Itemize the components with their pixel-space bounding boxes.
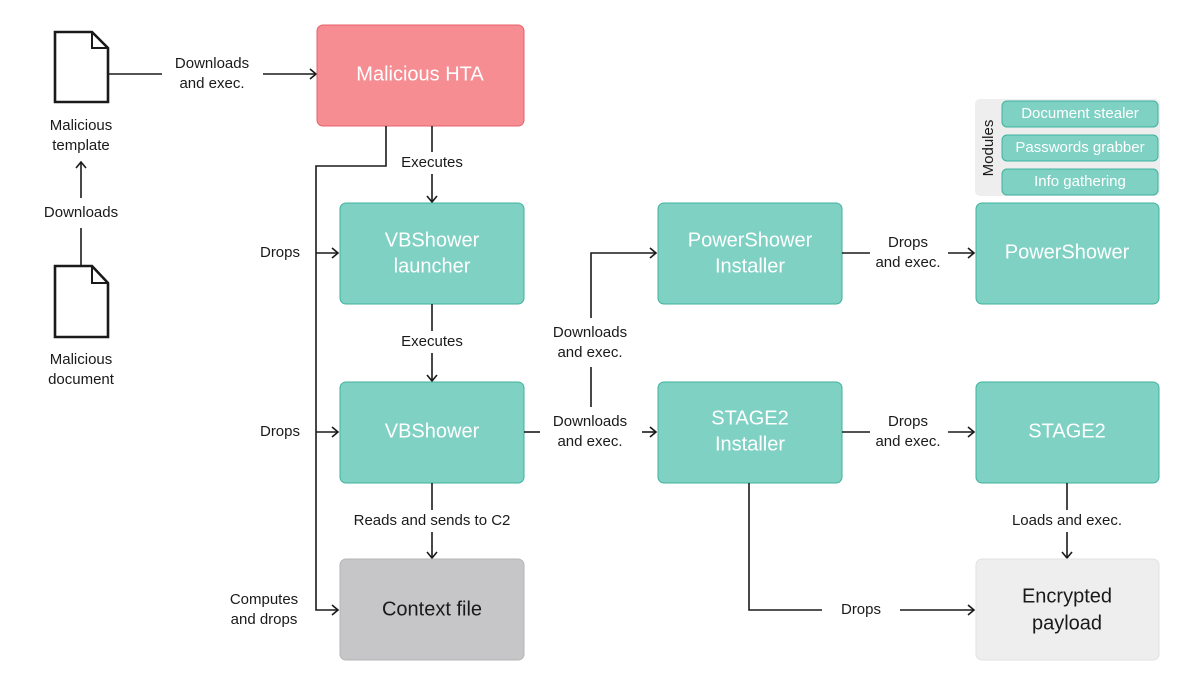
stage2-installer-label-line1: STAGE2: [711, 407, 788, 429]
malicious-template-icon: [53, 30, 110, 104]
arrowhead-right-icon: [309, 68, 318, 80]
powershower-installer-node: [657, 202, 843, 305]
powershower-label: PowerShower: [1005, 241, 1130, 263]
encrypted-payload-node: [975, 558, 1160, 661]
module-item: [1001, 134, 1159, 162]
edge-label-computes-line2: and drops: [231, 611, 298, 628]
edge-label-vbs-stage2-line1: Downloads: [553, 413, 627, 430]
powershower-node: [975, 202, 1160, 305]
edge-label-drops-launcher: Drops: [260, 244, 300, 261]
edge-hta-drops-trunk: [315, 126, 387, 611]
context-file-node: [339, 558, 525, 661]
arrowhead-up-icon: [75, 160, 87, 169]
vbshower-launcher-node: [339, 202, 525, 305]
arrowhead-right-icon: [967, 247, 976, 259]
edge-label-ps-drops-line2: and exec.: [875, 254, 940, 271]
edge-label-ps-drops-line1: Drops: [888, 234, 928, 251]
edge-label-drops-vbshower: Drops: [260, 423, 300, 440]
edge-label-reads-sends: Reads and sends to C2: [354, 512, 511, 529]
encrypted-payload-label-line2: payload: [1032, 612, 1102, 634]
arrowhead-right-icon: [967, 426, 976, 438]
stage2-label: STAGE2: [1028, 420, 1105, 442]
edge-label-downloads: Downloads: [44, 204, 118, 221]
module-item-label: Passwords grabber: [1015, 139, 1144, 156]
module-item-label: Info gathering: [1034, 173, 1126, 190]
malicious-document-icon: [53, 264, 110, 339]
module-item: [1001, 100, 1159, 128]
edge-label-vbs-ps-line2: and exec.: [557, 344, 622, 361]
vbshower-launcher-label-line1: VBShower: [385, 229, 480, 251]
vbshower-label: VBShower: [385, 420, 480, 442]
arrowhead-right-icon: [649, 426, 658, 438]
arrowhead-down-icon: [426, 195, 438, 204]
arrowhead-down-icon: [426, 374, 438, 383]
arrowhead-right-icon: [649, 247, 658, 259]
edge-label-computes-line1: Computes: [230, 591, 298, 608]
edge-label-template-hta-line2: and exec.: [179, 75, 244, 92]
edge-label-executes-1: Executes: [401, 154, 463, 171]
edge-label-template-hta-line1: Downloads: [175, 55, 249, 72]
edge-stage2-installer-to-payload: [748, 483, 822, 611]
malicious-hta-label: Malicious HTA: [356, 63, 484, 85]
arrowhead-down-icon: [426, 551, 438, 560]
edge-label-loads-exec: Loads and exec.: [1012, 512, 1122, 529]
malicious-document-label-line1: Malicious: [50, 351, 113, 368]
stage2-installer-label-line2: Installer: [715, 433, 785, 455]
arrowhead-right-icon: [967, 604, 976, 616]
edge-to-ps-installer: [590, 252, 656, 318]
edge-label-vbs-stage2-line2: and exec.: [557, 433, 622, 450]
arrowhead-right-icon: [331, 426, 340, 438]
context-file-label: Context file: [382, 598, 482, 620]
edge-label-s2-drops-line1: Drops: [888, 413, 928, 430]
arrowhead-right-icon: [331, 247, 340, 259]
encrypted-payload-label-line1: Encrypted: [1022, 585, 1112, 607]
module-item: [1001, 168, 1159, 196]
malicious-hta-node: [316, 24, 525, 127]
module-item-label: Document stealer: [1021, 105, 1139, 122]
ps-installer-label-line2: Installer: [715, 255, 785, 277]
vbshower-launcher-label-line2: launcher: [394, 255, 471, 277]
edge-label-executes-2: Executes: [401, 333, 463, 350]
modules-title: Modules: [980, 120, 997, 177]
arrowhead-right-icon: [331, 604, 340, 616]
edge-label-drops-payload: Drops: [841, 601, 881, 618]
ps-installer-label-line1: PowerShower: [688, 229, 813, 251]
arrowhead-down-icon: [1061, 551, 1073, 560]
edge-label-s2-drops-line2: and exec.: [875, 433, 940, 450]
malicious-template-label-line2: template: [52, 137, 110, 154]
malicious-template-label-line1: Malicious: [50, 117, 113, 134]
malicious-document-label-line2: document: [48, 371, 115, 388]
edge-label-vbs-ps-line1: Downloads: [553, 324, 627, 341]
